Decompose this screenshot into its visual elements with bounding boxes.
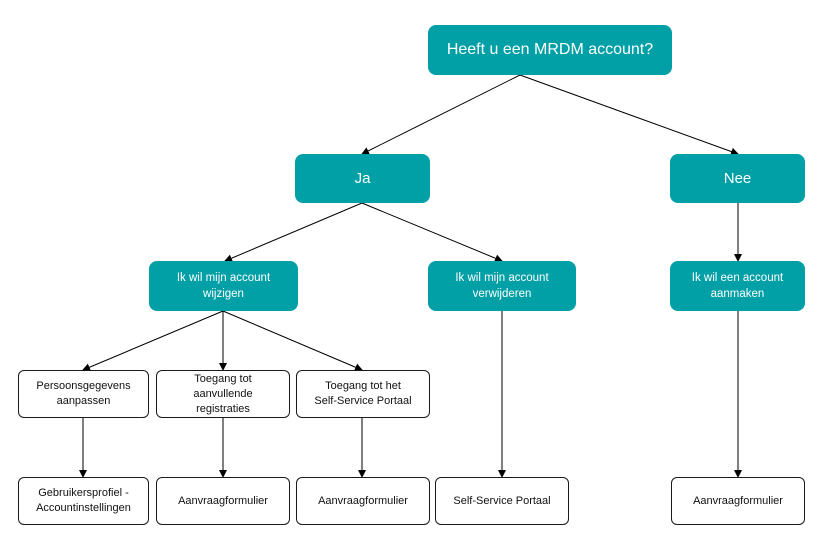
persoonsgegevens-label: Persoonsgegevens aanpassen bbox=[36, 380, 131, 407]
edge-ja-verwijderen bbox=[361, 202, 503, 263]
self-service-portaal-node: Self-Service Portaal bbox=[435, 477, 569, 525]
aanmaken-node: Ik wil een account aanmaken bbox=[670, 261, 805, 311]
aanvraagformulier-aanmaken-node: Aanvraagformulier bbox=[671, 477, 805, 525]
toegang-registraties-label: Toegang tot aanvullende registraties bbox=[193, 372, 253, 415]
edge-root-nee bbox=[519, 74, 739, 156]
self-service-portaal-label: Self-Service Portaal bbox=[453, 494, 551, 507]
toegang-portaal-label: Toegang tot het Self-Service Portaal bbox=[314, 380, 412, 407]
aanvraagformulier-registraties-label: Aanvraagformulier bbox=[178, 494, 268, 507]
edge-ja-wijzigen bbox=[224, 202, 363, 262]
aanvraagformulier-registraties-node: Aanvraagformulier bbox=[156, 477, 290, 525]
verwijderen-label: Ik wil mijn account verwijderen bbox=[455, 272, 549, 300]
edge-wijzigen-persoonsgegevens bbox=[82, 310, 224, 371]
edge-root-ja bbox=[361, 74, 521, 155]
toegang-registraties-node: Toegang tot aanvullende registraties bbox=[156, 370, 290, 418]
toegang-portaal-node: Toegang tot het Self-Service Portaal bbox=[296, 370, 430, 418]
wijzigen-node: Ik wil mijn account wijzigen bbox=[149, 261, 298, 311]
root-question-label: Heeft u een MRDM account? bbox=[446, 41, 654, 58]
root-question-node: Heeft u een MRDM account? bbox=[428, 25, 672, 75]
edge-wijzigen-portaal bbox=[222, 310, 363, 371]
verwijderen-node: Ik wil mijn account verwijderen bbox=[428, 261, 576, 311]
aanvraagformulier-portaal-node: Aanvraagformulier bbox=[296, 477, 430, 525]
gebruikersprofiel-label: Gebruikersprofiel - Accountinstellingen bbox=[36, 487, 131, 514]
aanvraagformulier-aanmaken-label: Aanvraagformulier bbox=[693, 494, 783, 507]
gebruikersprofiel-node: Gebruikersprofiel - Accountinstellingen bbox=[18, 477, 149, 525]
wijzigen-label: Ik wil mijn account wijzigen bbox=[176, 272, 271, 300]
aanmaken-label: Ik wil een account aanmaken bbox=[691, 272, 784, 300]
ja-label: Ja bbox=[354, 170, 371, 187]
nee-label: Nee bbox=[723, 170, 752, 187]
ja-node: Ja bbox=[295, 154, 430, 203]
nee-node: Nee bbox=[670, 154, 805, 203]
persoonsgegevens-node: Persoonsgegevens aanpassen bbox=[18, 370, 149, 418]
aanvraagformulier-portaal-label: Aanvraagformulier bbox=[318, 494, 408, 507]
